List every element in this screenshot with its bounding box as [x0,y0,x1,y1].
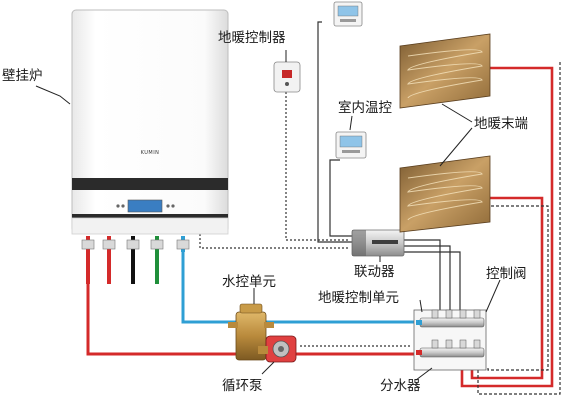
return-pipe [181,248,430,324]
floor-tile-icon [399,155,491,233]
manifold-valve [445,339,453,349]
linkage-valve-wire-3 [404,251,461,312]
manifold-lower-bar [419,347,485,358]
label-floor-heating-controller: 地暖控制器 [218,30,286,46]
water-unit-cap [239,303,263,314]
thermostat-indoor [335,131,367,159]
floor-heating-controller-device [273,61,301,93]
outlet-green-valve [150,239,164,250]
manifold-valve [431,309,439,319]
linkage-valve-wire-2 [404,245,451,312]
manifold-valve [473,309,481,319]
manifold-valves [431,309,481,349]
terminal-dash-outer [477,62,561,395]
leader-lines [35,50,501,381]
thermostat-top [333,1,363,27]
label-control-valve: 控制阀 [486,266,527,282]
thermostat-screen [337,5,359,17]
linkage-slot [372,240,398,244]
outlet-red2-valve [102,239,116,250]
label-floor-heating-control-unit: 地暖控制单元 [318,290,399,306]
manifold-icon [419,317,485,328]
floor-terminal-bottom [399,155,491,233]
signal-wires [199,21,561,395]
floor-loop-outer [460,66,554,388]
boiler-link-wire [199,230,350,249]
thermostat-keys [342,150,360,153]
label-floor-heating-terminal: 地暖末端 [474,116,528,132]
leader-terminal-bottom [439,127,473,167]
floor-coil-top [407,49,483,99]
thermostat1-wire [317,21,352,243]
boiler-button-2 [121,204,125,208]
leader-pump [261,361,275,375]
labels: 壁挂炉 地暖控制器 室内温控 地暖末端 联动器 水控单元 地暖控制单元 控制阀 … [2,30,528,394]
pump-center [278,346,284,352]
manifold-valve [431,339,439,349]
thermostat2-wire [329,159,352,237]
water-unit-fitting [228,322,238,328]
boiler-body [71,9,229,233]
leader-control-unit [419,299,423,313]
label-manifold: 分水器 [380,378,421,394]
wall-controller-knob [282,70,292,78]
boiler-button-4 [171,204,175,208]
leader-indoor [349,115,353,131]
boiler: KUMIN [71,9,229,235]
boiler-band [72,178,228,190]
linkage-unit [351,229,405,257]
leader-boiler [35,85,71,105]
outlet-blue-valve [176,239,190,250]
manifold-valve [445,309,453,319]
pump-flange [258,346,268,354]
label-indoor-thermostat: 室内温控 [338,99,392,116]
floor-terminal-top [399,33,491,109]
manifold-valve [459,309,467,319]
terminal-dash-inner [487,205,549,371]
leader-terminal-top [441,103,473,123]
linkage-valve-wire-1 [404,239,441,312]
boiler-band-low [72,214,228,218]
label-boiler: 壁挂炉 [2,68,43,84]
leader-control-valve [485,279,501,313]
boiler-button-1 [116,204,120,208]
outlet-black-valve [126,239,140,250]
thermostat-keys [340,19,356,22]
label-linkage-unit: 联动器 [354,264,395,280]
leader-manifold [415,367,433,381]
water-unit-fitting2 [264,322,274,328]
boiler-button-3 [166,204,170,208]
controller-wire [285,92,350,241]
floor-tile-icon [399,33,491,109]
outlet-red-valve [81,239,95,250]
linkage-front [352,230,366,256]
floor-coil-bottom [407,171,483,221]
boiler-outlets [81,236,190,284]
boiler-buttons [116,204,175,208]
manifold [413,309,487,371]
circulation-pump [258,335,297,363]
manifold-red-cap [416,350,422,355]
floor-loop-inner [470,196,544,380]
manifold-valve [459,339,467,349]
label-water-control-unit: 水控单元 [222,274,276,290]
thermostat-screen [339,135,363,148]
manifold-blue-cap [416,320,422,325]
boiler-brand: KUMIN [141,150,160,156]
wall-controller-led [285,82,289,86]
label-circulation-pump: 循环泵 [222,378,263,394]
boiler-bottom [71,217,229,235]
boiler-display [127,199,163,213]
manifold-valve [473,339,481,349]
